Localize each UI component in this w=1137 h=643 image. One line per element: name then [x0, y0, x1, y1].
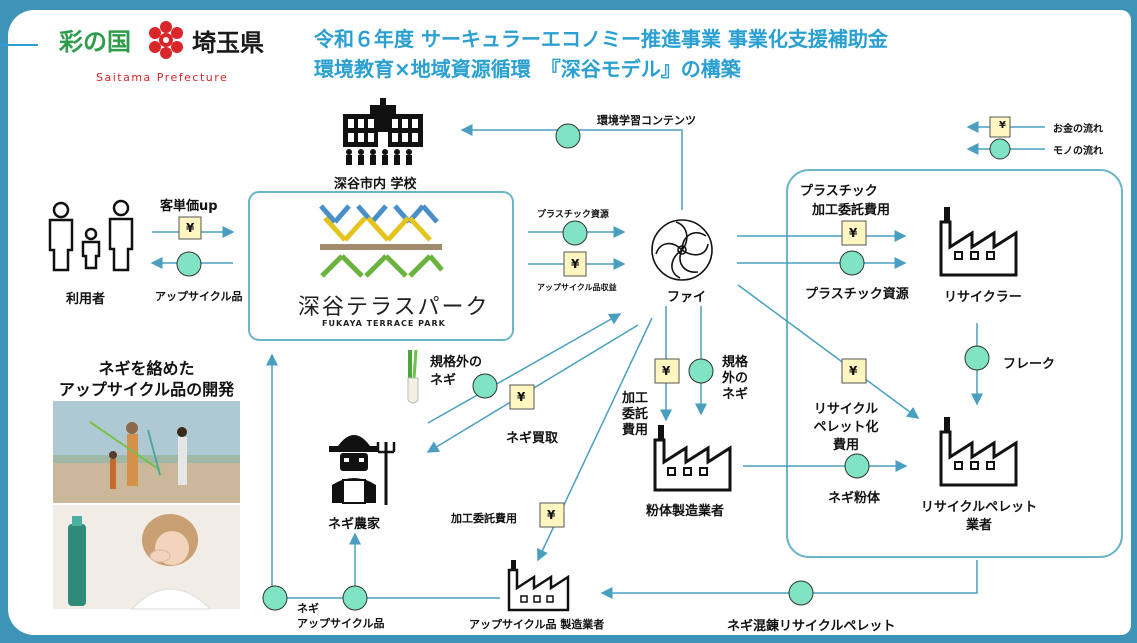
money-proc-fee-upcycle [539, 502, 565, 528]
factory-icon-powder [653, 425, 732, 492]
terrace-park-name: 深谷テラスパーク [298, 295, 490, 320]
goods-odd-negi-right [688, 358, 714, 384]
label-upcycle-goods-user: アップサイクル品 [155, 290, 243, 303]
arrow-upcycle-to-terrace [266, 353, 355, 599]
label-odd-negi-left-1: 規格外の [430, 355, 483, 370]
label-proc-fee-2: 委託 [622, 407, 649, 422]
label-plastic-resource-small: プラスチック資源 [537, 210, 609, 220]
label-negi-buy: ネギ買取 [506, 431, 559, 446]
arrow-negi-pellet [600, 560, 978, 599]
dev-heading-2: アップサイクル品の開発 [58, 380, 235, 399]
label-negi-upcycle-1: ネギ [297, 602, 319, 615]
label-odd-negi-right-1: 規格 [722, 355, 749, 370]
legend [966, 116, 1045, 160]
arrow-edu-content [460, 124, 683, 210]
saitama-flower-logo [149, 21, 183, 59]
label-powder-maker: 粉体製造業者 [646, 504, 725, 519]
logo-text-right: 埼玉県 [192, 29, 264, 57]
yen-plastic-fee: ¥ [849, 226, 858, 240]
money-negi-buy [509, 384, 535, 410]
goods-plastic-resource [839, 250, 865, 276]
page-title-line2: 環境教育×地域資源循環 『深谷モデル』の構築 [314, 57, 741, 81]
label-edu-content: 環境学習コンテンツ [597, 114, 696, 127]
label-flake: フレーク [1003, 357, 1056, 372]
label-price-up: 客単価up [160, 199, 218, 214]
label-recycler: リサイクラー [944, 290, 1022, 305]
recycling-group-box [786, 169, 1123, 558]
factory-icon-upcycle [507, 560, 570, 612]
label-plastic-fee-1: プラスチック [800, 184, 878, 199]
goods-flake [964, 345, 990, 371]
label-proc-fee-1: 加工 [622, 391, 649, 406]
money-price-up [178, 216, 202, 240]
green-onion-icon [407, 349, 419, 404]
factory-icon-recycler [939, 207, 1018, 277]
arrow-upcycle-to-farmer [349, 532, 500, 599]
goods-odd-negi-left [472, 373, 498, 399]
label-pellet-fee-2: ペレット化 [813, 420, 879, 435]
school-icon [343, 98, 423, 165]
label-odd-negi-right-2: 外の [722, 371, 749, 386]
yen-proc-fee-upcycle: ¥ [547, 508, 556, 522]
money-proc-fee [654, 358, 680, 384]
label-farmer: ネギ農家 [328, 517, 381, 532]
label-pellet-maker-1: リサイクルペレット [920, 500, 1038, 515]
money-upcycle-revenue [563, 251, 587, 277]
label-pellet-fee-1: リサイクル [813, 402, 879, 417]
goods-upcycle-terrace [262, 585, 288, 611]
goods-negi-powder [844, 453, 870, 479]
label-odd-negi-right-3: ネギ [722, 387, 749, 402]
legend-money-label: お金の流れ [1053, 124, 1103, 135]
yen-proc-fee: ¥ [662, 364, 671, 378]
label-pellet-fee-3: 費用 [832, 438, 859, 453]
label-school: 深谷市内 学校 [334, 177, 417, 192]
label-odd-negi-left-2: ネギ [430, 373, 457, 388]
goods-markers [176, 123, 990, 611]
dev-heading-1: ネギを絡めた [98, 359, 195, 378]
arrow-pellet-fee [737, 284, 920, 419]
goods-edu-content [555, 123, 581, 149]
farmer-icon [329, 435, 396, 505]
label-negi-upcycle-2: アップサイクル品 [297, 617, 385, 630]
yen-upcycle-revenue: ¥ [571, 257, 580, 271]
goods-negi-pellet [788, 580, 814, 606]
label-users: 利用者 [66, 292, 106, 307]
factory-icon-pellet [939, 417, 1018, 487]
logo-text-left: 彩の国 [59, 27, 131, 56]
money-plastic-fee [841, 220, 867, 246]
yen-price-up: ¥ [186, 221, 195, 235]
terrace-park-box [248, 191, 514, 341]
arrow-odd-negi-to-fai [427, 313, 622, 424]
terrace-park-en: FUKAYA TERRACE PARK [322, 319, 446, 328]
photo-woman-bottle [53, 505, 240, 610]
yen-negi-buy: ¥ [517, 390, 526, 404]
logo-subtitle: Saitama Prefecture [96, 71, 229, 84]
label-upcycle-revenue: アップサイクル品収益 [537, 283, 617, 292]
goods-plastic-small [562, 220, 588, 246]
money-markers [178, 216, 867, 528]
legend-yen: ¥ [999, 120, 1006, 131]
legend-goods-label: モノの流れ [1053, 146, 1103, 157]
yen-pellet-fee: ¥ [849, 364, 858, 378]
label-negi-pellet: ネギ混錬リサイクルペレット [727, 619, 896, 634]
goods-upcycle-farmer [342, 585, 368, 611]
label-plastic-resource: プラスチック資源 [805, 287, 909, 302]
goods-upcycle-user [176, 251, 202, 277]
label-plastic-fee-2: 加工委託費用 [812, 203, 891, 218]
photo-beach-people [53, 401, 240, 503]
family-icon [48, 199, 134, 272]
terrace-park-logo [319, 204, 444, 278]
label-proc-fee-3: 費用 [622, 423, 649, 438]
label-proc-fee-upcycle: 加工委託費用 [451, 512, 517, 525]
fai-logo-icon [651, 219, 713, 281]
page-title-line1: 令和６年度 サーキュラーエコノミー推進事業 事業化支援補助金 [314, 27, 888, 51]
money-pellet-fee [841, 358, 867, 384]
label-pellet-maker-2: 業者 [965, 518, 992, 533]
label-negi-powder: ネギ粉体 [828, 491, 881, 506]
label-fai: ファイ [667, 290, 707, 305]
label-upcycle-maker: アップサイクル品 製造業者 [469, 618, 605, 631]
